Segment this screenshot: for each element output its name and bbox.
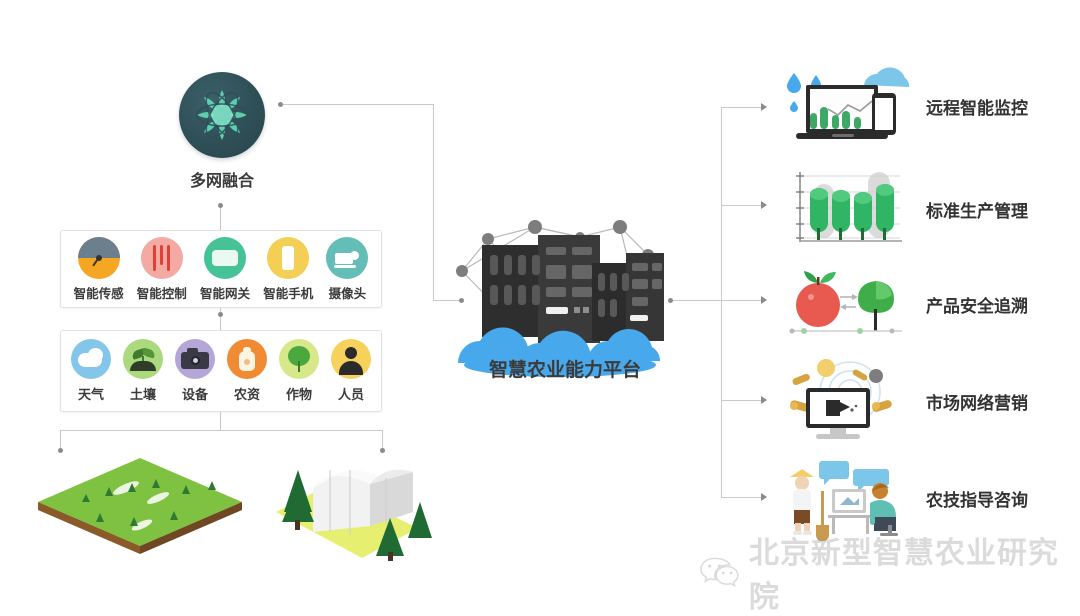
connector-arrow: [761, 493, 767, 501]
wechat-icon: [700, 557, 739, 588]
data-panel: 天气 土壤 设备 农资 作物 人员: [60, 330, 382, 412]
device-item-sensor[interactable]: 智能传感: [73, 236, 124, 302]
connector-line: [283, 104, 433, 105]
data-item-label: 土壤: [129, 387, 156, 402]
traceability-icon: [780, 261, 910, 347]
device-item-gateway[interactable]: 智能网关: [200, 236, 251, 302]
application-item-label: 远程智能监控: [926, 98, 1028, 118]
connector-line: [433, 104, 434, 300]
application-item-label: 农技指导咨询: [926, 490, 1028, 510]
connector-dot: [58, 448, 63, 453]
application-item-label: 标准生产管理: [926, 201, 1028, 221]
data-item-label: 天气: [77, 387, 104, 402]
connector-arrow: [761, 296, 767, 304]
connector-dot: [218, 203, 223, 208]
application-item-label: 产品安全追溯: [926, 296, 1028, 316]
data-item-label: 作物: [285, 387, 312, 402]
gauge-icon: [77, 236, 120, 279]
application-item-production-management[interactable]: 标准生产管理: [780, 163, 1080, 255]
data-item-label: 农资: [233, 387, 260, 402]
connector-arrow: [761, 103, 767, 111]
marketing-icon: [780, 358, 910, 444]
multi-network-label: 多网融合: [189, 173, 254, 190]
device-item-label: 智能控制: [136, 286, 187, 301]
application-item-traceability[interactable]: 产品安全追溯: [780, 258, 1080, 350]
connector-line: [721, 107, 722, 497]
atom-icon: [196, 90, 248, 140]
connector-arrow: [761, 396, 767, 404]
crop-tree-icon: [279, 339, 319, 379]
connector-dot: [668, 298, 673, 303]
device-panel: 智能传感 智能控制 智能网关 智能手机 摄像头: [60, 230, 382, 308]
device-item-label: 智能手机: [263, 286, 314, 301]
connector-dot: [380, 448, 385, 453]
device-item-label: 智能网关: [200, 286, 251, 301]
supply-bag-icon: [227, 339, 267, 379]
remote-monitoring-icon: [780, 63, 910, 149]
application-item-remote-monitoring[interactable]: 远程智能监控: [780, 60, 1080, 152]
connector-line: [220, 412, 221, 430]
data-item-label: 设备: [181, 387, 208, 402]
connector-line: [721, 107, 763, 108]
connector-line: [721, 205, 763, 206]
data-item-soil[interactable]: 土壤: [123, 339, 163, 403]
gateway-icon: [204, 236, 246, 279]
connector-dot: [218, 312, 223, 317]
smartphone-icon: [267, 236, 310, 279]
cloud-weather-icon: [71, 339, 111, 379]
multi-network-node[interactable]: [179, 72, 265, 158]
farm-field-illustration: [38, 458, 242, 554]
device-item-camera[interactable]: 摄像头: [326, 236, 369, 302]
equipment-camera-icon: [175, 339, 215, 379]
data-item-label: 人员: [337, 387, 364, 402]
device-item-control[interactable]: 智能控制: [136, 236, 187, 302]
connector-line: [60, 430, 382, 431]
connector-line: [433, 300, 461, 301]
connector-line: [220, 308, 221, 330]
data-item-weather[interactable]: 天气: [71, 339, 111, 403]
connector-line: [721, 497, 763, 498]
application-item-consulting[interactable]: 农技指导咨询: [780, 452, 1080, 544]
application-item-label: 市场网络营销: [926, 393, 1028, 413]
sliders-icon: [140, 236, 183, 279]
greenhouse-illustration: [276, 469, 432, 561]
connector-line: [60, 430, 61, 450]
device-item-label: 摄像头: [328, 286, 367, 301]
device-item-smartphone[interactable]: 智能手机: [263, 236, 314, 302]
sprout-soil-icon: [123, 339, 163, 379]
connector-line: [721, 400, 763, 401]
connector-arrow: [761, 201, 767, 209]
platform-illustration: [456, 220, 664, 377]
data-item-equipment[interactable]: 设备: [175, 339, 215, 403]
camera-icon: [326, 236, 369, 279]
connector-dot: [278, 102, 283, 107]
person-icon: [331, 339, 371, 379]
device-item-label: 智能传感: [73, 286, 124, 301]
data-item-crop[interactable]: 作物: [279, 339, 319, 403]
platform-label: 智慧农业能力平台: [488, 360, 641, 381]
data-item-personnel[interactable]: 人员: [331, 339, 371, 403]
consulting-icon: [780, 455, 910, 542]
application-item-marketing[interactable]: 市场网络营销: [780, 355, 1080, 447]
connector-line: [721, 300, 763, 301]
connector-line: [220, 205, 221, 230]
data-item-supplies[interactable]: 农资: [227, 339, 267, 403]
watermark-text: 北京新型智慧农业研究院: [748, 537, 1059, 614]
connector-dot: [459, 298, 464, 303]
connector-line: [673, 300, 721, 301]
production-chart-icon: [780, 166, 910, 252]
connector-line: [382, 430, 383, 450]
watermark: 北京新型智慧农业研究院: [700, 528, 1080, 616]
